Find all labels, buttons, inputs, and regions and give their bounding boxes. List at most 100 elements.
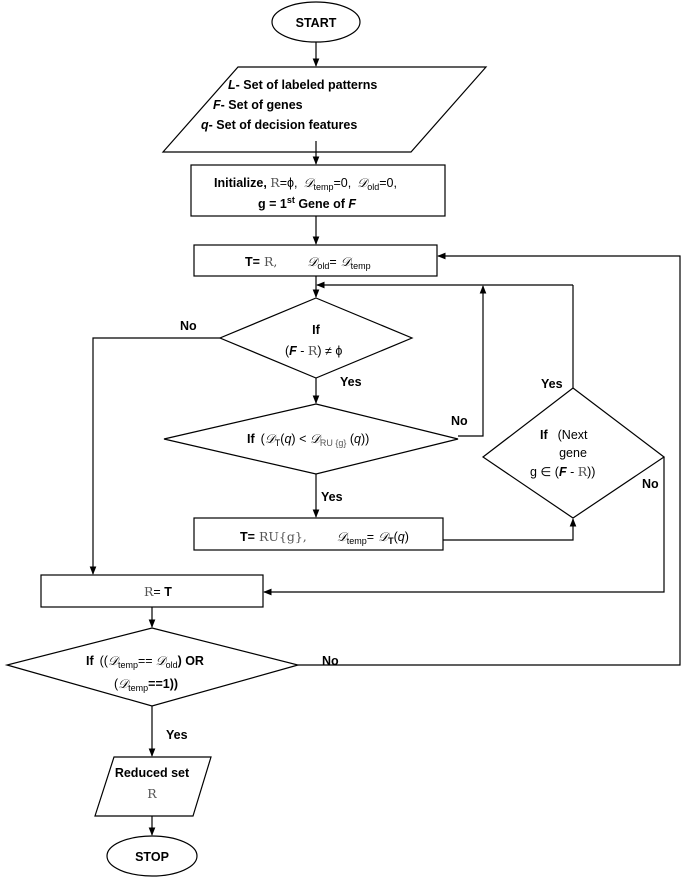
label-no-decision3: No xyxy=(642,477,659,491)
assign1-d-old: 𝒟 xyxy=(307,254,319,269)
input-line-f: F- Set of genes xyxy=(213,98,303,112)
assign1-eq: = xyxy=(329,255,336,269)
cond1-f: F xyxy=(289,344,297,358)
cond4-open2: ( xyxy=(114,677,119,691)
cond3-minus: - xyxy=(567,465,578,479)
init-prefix: Initialize, xyxy=(214,176,270,190)
arrow-decision2-no xyxy=(458,285,487,437)
cond2-q-open: ( xyxy=(280,432,285,446)
cond2-lt: < xyxy=(296,432,310,446)
assign2-text: T=RU{g},𝒟temp=𝒟T(q) xyxy=(240,529,409,546)
cond1-close: ) ≠ ϕ xyxy=(317,344,342,358)
assign3-r: R xyxy=(144,584,154,599)
cond3-g-in: g ∈ ( xyxy=(530,465,560,479)
init-line-1: Initialize, R=ϕ,𝒟temp=0,𝒟old=0, xyxy=(214,175,397,192)
cond2-t-sub: T xyxy=(275,438,281,448)
arrow-stop-decision-no xyxy=(298,252,681,666)
label-no-decision2: No xyxy=(451,414,468,428)
init-temp-sub: temp xyxy=(313,182,333,192)
cond3-line1: If (Next xyxy=(540,428,588,442)
init-r-eq: =ϕ, xyxy=(280,176,298,190)
cond3-close: )) xyxy=(587,465,595,479)
assign2-q: q xyxy=(398,530,405,544)
cond3-if: If xyxy=(540,428,548,442)
label-no-decision1: No xyxy=(180,319,197,333)
cond4-d-temp: 𝒟 xyxy=(108,653,120,668)
assign2-q-close: ) xyxy=(405,530,409,544)
init-d-temp: 𝒟 xyxy=(303,175,315,190)
init-g-b: Gene of xyxy=(295,197,348,211)
cond2-q2: q xyxy=(354,432,361,446)
label-yes-decision3: Yes xyxy=(541,377,563,391)
init-g-a: g = 1 xyxy=(258,197,287,211)
input-parallelogram xyxy=(161,66,488,153)
var-f: F xyxy=(213,98,221,112)
init-g-f: F xyxy=(348,197,356,211)
start-label: START xyxy=(296,16,337,30)
input-l-text: - Set of labeled patterns xyxy=(236,78,378,92)
input-q-text: - Set of decision features xyxy=(209,118,358,132)
decision-f-minus-r xyxy=(218,297,414,379)
cond4-open: (( xyxy=(100,654,109,668)
init-d-old: 𝒟 xyxy=(357,175,369,190)
var-l: L xyxy=(228,78,236,92)
label-yes-decision2: Yes xyxy=(321,490,343,504)
assign2-ru: RU{g}, xyxy=(259,529,307,544)
cond2-expr: If(𝒟T(q) < 𝒟RU {g} (q)) xyxy=(247,431,369,448)
assign-t-union-box xyxy=(193,517,444,551)
arrow-decision1-no xyxy=(89,337,220,575)
cond4-d-old: 𝒟 xyxy=(156,653,168,668)
assign1-temp: temp xyxy=(351,261,371,271)
cond1-r: R xyxy=(308,343,318,358)
output-parallelogram xyxy=(94,756,212,817)
label-yes-decision1: Yes xyxy=(340,375,362,389)
assign2-eq: = xyxy=(367,530,374,544)
assign1-old: old xyxy=(317,261,329,271)
stop-label: STOP xyxy=(135,850,169,864)
cond3-f: F xyxy=(559,465,567,479)
assign2-d-temp: 𝒟 xyxy=(337,529,349,544)
cond4-line2: (𝒟temp==1)) xyxy=(114,676,178,693)
label-yes-decision4: Yes xyxy=(166,728,188,742)
output-r: R xyxy=(147,786,157,801)
assign2-t-sub: T xyxy=(388,536,394,546)
input-line-l: L- Set of labeled patterns xyxy=(228,78,377,92)
cond2-ru-sub: RU {g} xyxy=(320,438,347,448)
assign1-r: R, xyxy=(264,254,277,269)
cond4-old: old xyxy=(166,660,178,670)
init-old-eq: =0, xyxy=(379,176,397,190)
assign1-d-temp: 𝒟 xyxy=(341,254,353,269)
cond2-d-ru: 𝒟 xyxy=(310,431,322,446)
cond3-r: R xyxy=(578,464,588,479)
input-line-q: q- Set of decision features xyxy=(201,118,357,132)
cond2-q2-open: ( xyxy=(346,432,354,446)
var-q: q xyxy=(201,118,209,132)
cond4-if: If xyxy=(86,654,94,668)
assign2-d-t: 𝒟 xyxy=(378,529,390,544)
cond4-eqeq1: ==1)) xyxy=(148,677,178,691)
arrow-union-to-next-gene xyxy=(443,518,577,541)
init-st: st xyxy=(287,195,295,205)
cond1-open: ( xyxy=(285,344,290,358)
cond4-or: ) OR xyxy=(178,654,204,668)
cond1-if: If xyxy=(312,323,320,337)
init-line-2: g = 1st Gene of F xyxy=(258,195,356,211)
output-title: Reduced set xyxy=(115,766,190,780)
label-no-decision4: No xyxy=(322,654,339,668)
stop-terminal xyxy=(106,835,198,877)
cond1-expr: (F - R) ≠ ϕ xyxy=(285,343,342,358)
initialize-box xyxy=(190,164,446,217)
cond4-line1: If((𝒟temp==𝒟old) OR xyxy=(86,653,204,670)
cond4-eqeq: == xyxy=(138,654,153,668)
assign3-text: R= T xyxy=(144,584,172,599)
cond2-q2-close: )) xyxy=(361,432,369,446)
assign3-eq: = xyxy=(153,585,164,599)
assign3-t: T xyxy=(164,585,172,599)
assign-t-box xyxy=(193,244,438,277)
cond1-minus: - xyxy=(297,344,308,358)
assign-r-box xyxy=(40,574,264,608)
assign2-t: T= xyxy=(240,530,255,544)
cond2-q: q xyxy=(284,432,291,446)
cond3-next: (Next xyxy=(558,428,588,442)
